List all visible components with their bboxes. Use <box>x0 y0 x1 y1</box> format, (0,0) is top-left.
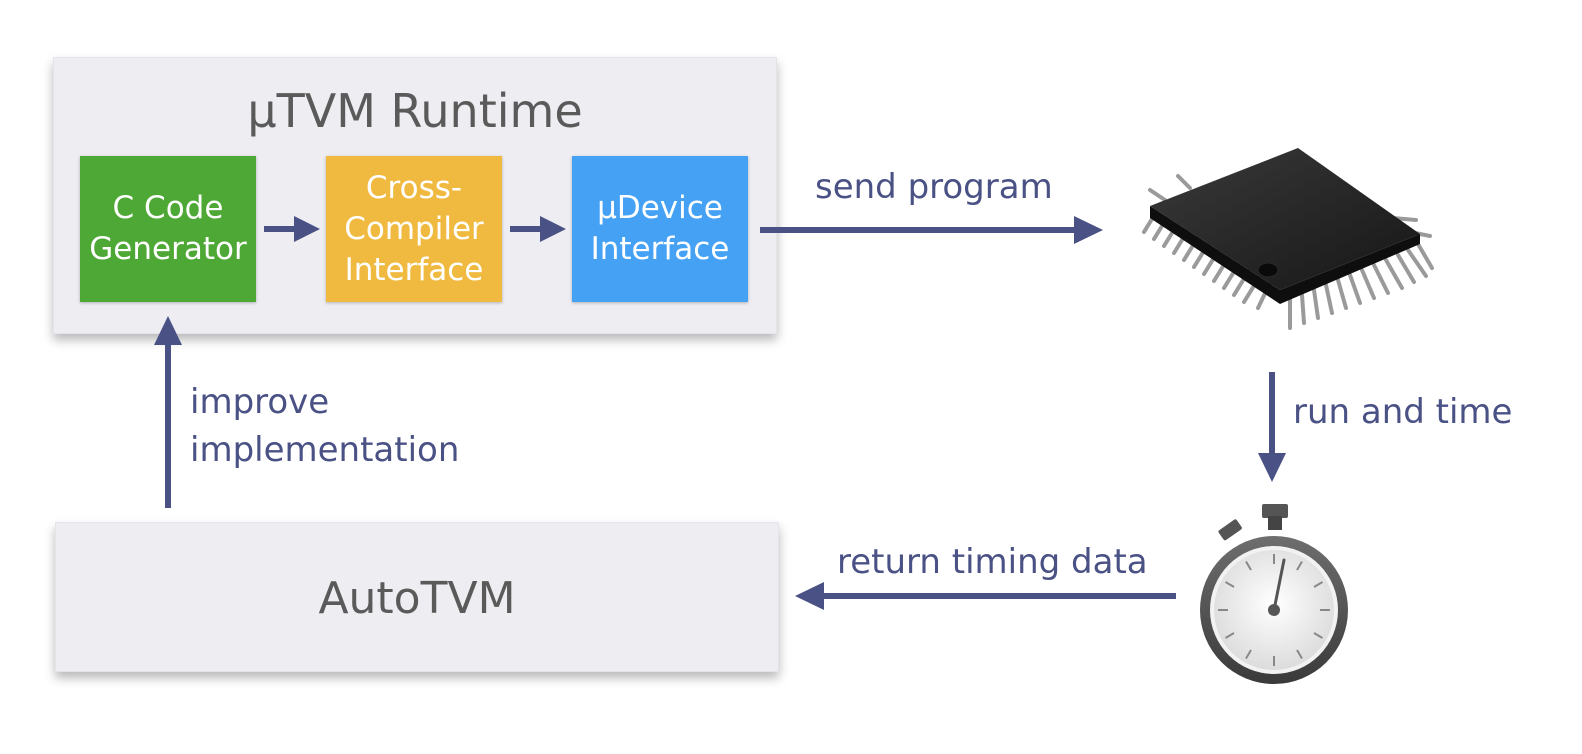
arrow-codegen-to-crosscompiler <box>264 216 320 242</box>
send-program-label: send program <box>815 167 1053 207</box>
arrow-send-program <box>760 216 1103 244</box>
cross-compiler-interface-box: Cross- Compiler Interface <box>326 156 502 302</box>
c-code-generator-box: C Code Generator <box>80 156 256 302</box>
microchip-icon <box>1142 148 1434 330</box>
arrow-run-and-time <box>1258 372 1286 482</box>
improve-implementation-label: improve implementation <box>190 382 460 470</box>
run-and-time-label: run and time <box>1293 392 1513 432</box>
autotvm-title: AutoTVM <box>318 573 516 624</box>
arrow-return-timing-data <box>795 582 1176 610</box>
autotvm-panel: AutoTVM <box>55 522 779 672</box>
utvm-runtime-title: µTVM Runtime <box>247 84 583 138</box>
udevice-interface-box: µDevice Interface <box>572 156 748 302</box>
arrow-crosscompiler-to-udevice <box>510 216 566 242</box>
stopwatch-icon <box>1200 504 1348 684</box>
return-timing-data-label: return timing data <box>837 542 1148 582</box>
arrow-improve-implementation <box>154 316 182 508</box>
